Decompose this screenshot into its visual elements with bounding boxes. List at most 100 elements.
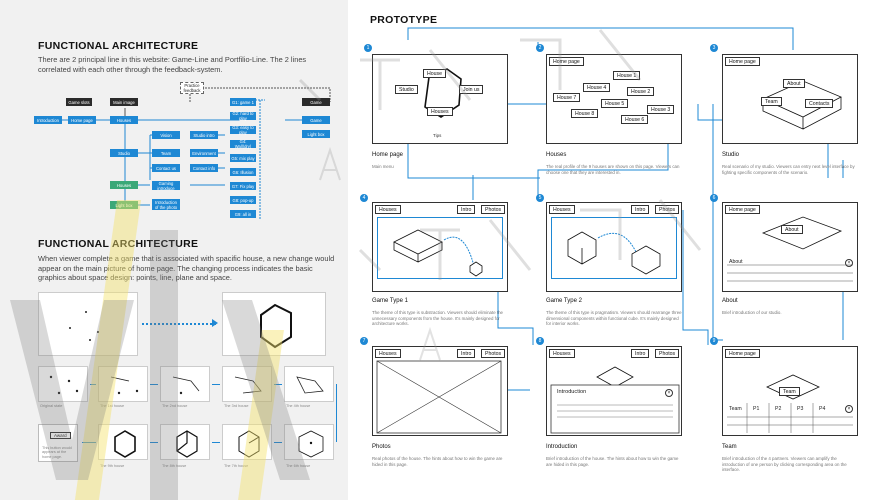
stage-caption-4: The 4th house [286,404,311,408]
game1-tag-intro[interactable]: Intro [457,205,476,214]
node-contact-info: Contact info [190,164,218,172]
studio-tag-team[interactable]: Team [761,97,782,106]
screen-desc-7: Real photos of the house. The hints abou… [372,456,503,467]
photos-tag-intro[interactable]: Intro [457,349,476,358]
about-tag-about[interactable]: About [781,225,803,234]
photos-tag-photos[interactable]: Photos [481,349,506,358]
node-g1: G1: game 1 [230,98,256,106]
screen-num-1: 1 [364,44,372,52]
close-icon[interactable]: × [665,389,673,397]
screen-name-6: About [722,298,738,304]
game2-tag-houses[interactable]: Houses [549,205,575,214]
node-g7: G7: Fix play [230,182,256,190]
team-tag-home[interactable]: Home page [725,349,760,358]
about-tag-home[interactable]: Home page [725,205,760,214]
game1-tag-houses[interactable]: Houses [375,205,401,214]
house-shape-icon [260,303,292,349]
screen-num-6: 6 [710,194,718,202]
home-tag-studio[interactable]: Studio [395,85,418,94]
photos-tag-houses[interactable]: Houses [375,349,401,358]
screen-desc-2: The real profile of the 9 houses are sho… [546,164,680,175]
close-icon[interactable]: × [845,259,853,267]
intro-tag-photos[interactable]: Photos [655,349,680,358]
screen-num-7: 7 [360,337,368,345]
game1-tag-photos[interactable]: Photos [481,205,506,214]
node-vision: Vision [152,131,180,139]
houses-tag-6[interactable]: House 6 [621,115,649,124]
node-g6: G6: Illusion [230,168,256,176]
screen-game-type-1: Houses Intro Photos [372,202,508,292]
houses-tag-8[interactable]: House 8 [571,109,599,118]
section2-title: FUNCTIONAL ARCHITECTURE [38,238,199,250]
award-button[interactable]: Award [50,432,71,439]
home-tag-house[interactable]: House [423,69,446,78]
houses-tag-home[interactable]: Home page [549,57,584,66]
section1-text: There are 2 principal line in this websi… [38,55,307,74]
node-studio-intro: Studio intro [190,131,218,139]
transition-arrow [142,323,216,325]
node-team: Team [152,149,180,157]
stage-caption-2: The 2nd house [162,404,188,408]
stage-caption-3: The 3rd house [224,404,249,408]
node-main-image: Main image [110,98,138,106]
houses-tag-3[interactable]: House 3 [647,105,675,114]
game2-tag-intro[interactable]: Intro [631,205,650,214]
studio-tag-contacts[interactable]: Contacts [805,99,834,108]
team-p2[interactable]: P2 [775,406,782,412]
intro-tag-intro[interactable]: Intro [631,349,650,358]
node-right-lightbox: Light box [302,130,330,138]
team-p4[interactable]: P4 [819,406,826,412]
stage-thumb-8 [160,424,210,460]
screen-houses: Home page House 1 House 4 House 2 House … [546,54,682,144]
houses-tag-7[interactable]: House 7 [553,93,581,102]
houses-tag-5[interactable]: House 5 [601,99,629,108]
game1-canvas[interactable] [377,217,503,279]
cube-stack-icon [567,231,661,275]
node-houses2: Houses [110,181,138,189]
home-tag-houses[interactable]: Houses [427,107,453,116]
about-room-icon [727,216,853,282]
screen-desc-6: Brief introduction of our studio. [722,310,782,315]
stage-caption-8: The 8th house [162,464,187,468]
team-tag-team[interactable]: Team [779,387,800,396]
stage-thumb-2 [160,366,210,402]
node-studio: Studio [110,149,138,157]
node-g2: G2: hard to play [230,111,256,121]
award-box [38,424,78,462]
node-game: Game [302,98,330,106]
stage-caption-7: The 7th house [224,464,249,468]
team-col-label: Team [729,406,742,412]
screen-name-7: Photos [372,444,391,450]
houses-tag-1[interactable]: House 1 [613,71,641,80]
screen-name-4: Game Type 1 [372,298,408,304]
close-icon[interactable]: × [845,405,853,413]
screen-desc-4: The theme of this type is substraction. … [372,310,503,327]
home-tag-join-us[interactable]: Join us [459,85,484,94]
prototype-title: PROTOTYPE [370,14,438,26]
team-p3[interactable]: P3 [797,406,804,412]
cube-grid-icon [393,229,483,277]
studio-tag-about[interactable]: About [783,79,805,88]
screen-name-9: Team [722,444,737,450]
screen-desc-3: Real scenario of my studio. Viewers can … [722,164,855,175]
game2-canvas[interactable] [551,217,677,279]
node-feedback: Practice feedback [180,82,204,94]
screen-num-8: 8 [536,337,544,345]
stage-caption-0: Original state [40,404,63,408]
screen-num-4: 4 [360,194,368,202]
studio-tag-home[interactable]: Home page [725,57,760,66]
screen-name-2: Houses [546,152,567,158]
game2-tag-photos[interactable]: Photos [655,205,680,214]
team-p1[interactable]: P1 [753,406,760,412]
screen-name-8: Introduction [546,444,578,450]
section1-title: FUNCTIONAL ARCHITECTURE [38,40,199,52]
houses-tag-4[interactable]: House 4 [583,83,611,92]
houses-tag-2[interactable]: House 2 [627,87,655,96]
photo-placeholder-icon [376,360,502,434]
screen-introduction: Houses Intro Photos Introduction × [546,346,682,436]
stage-thumb-3 [222,366,272,402]
original-state-large [38,292,138,356]
architecture-diagram: Game slots Introduction Home page Main i… [30,80,340,230]
home-tips: Tips [433,133,442,138]
intro-tag-houses[interactable]: Houses [549,349,575,358]
